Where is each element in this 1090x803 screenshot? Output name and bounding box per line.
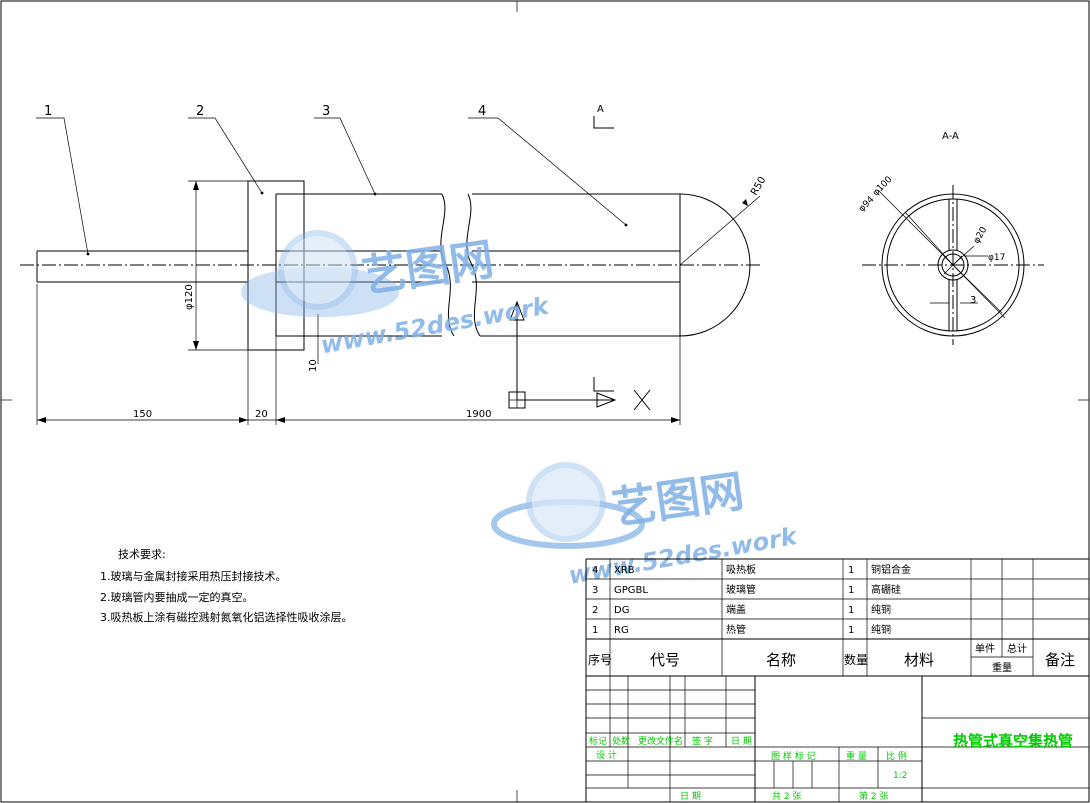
rev-header-file: 更改文件名	[638, 735, 683, 747]
dim-d17: φ17	[988, 253, 1005, 263]
dim-10: 10	[308, 359, 319, 372]
bom-row-3-qty: 1	[848, 585, 854, 596]
bom-row-4-code: XRB	[614, 565, 635, 576]
bom-header-name: 名称	[766, 651, 796, 669]
bom-row-2-code: DG	[614, 605, 629, 616]
rev-header-count: 处数	[612, 735, 630, 747]
balloon-1: 1	[44, 104, 52, 119]
bom-row-1-code: RG	[614, 625, 629, 636]
rev-header-sign: 签 字	[692, 735, 713, 747]
bom-row-2-qty: 1	[848, 605, 854, 616]
dim-r50: R50	[749, 175, 768, 198]
bom-header-remark: 备注	[1045, 651, 1075, 669]
bom-table	[585, 558, 1089, 802]
bom-row-4-qty: 1	[848, 565, 854, 576]
scale-value: 1:2	[893, 771, 907, 781]
main-view	[20, 116, 761, 425]
bom-row-1-qty: 1	[848, 625, 854, 636]
rev-header-date: 日 期	[731, 736, 752, 747]
sheet-total: 共 2 张	[772, 791, 801, 802]
bom-row-4-name: 吸热板	[726, 563, 756, 576]
stage-header-scale: 比 例	[886, 750, 907, 762]
section-view	[862, 185, 1044, 345]
tech-req-item-3: 3.吸热板上涂有磁控溅射氮氧化铝选择性吸收涂层。	[100, 610, 353, 624]
ucs-x-label: X	[620, 424, 621, 426]
bom-row-3-no: 3	[592, 585, 598, 596]
watermark-logo-2	[491, 462, 645, 549]
sheet-no: 第 2 张	[859, 790, 888, 802]
bom-row-3-material: 高硼硅	[871, 583, 901, 596]
tech-req-title: 技术要求:	[118, 548, 166, 561]
date-label: 日 期	[680, 791, 701, 802]
tech-req-item-1: 1.玻璃与金属封接采用热压封接技术。	[100, 569, 287, 583]
bom-row-2-name: 端盖	[726, 603, 746, 616]
bom-row-1-name: 热管	[726, 623, 746, 636]
balloon-2: 2	[196, 104, 204, 119]
dim-3: 3	[970, 295, 976, 306]
rev-header-mark: 标记	[589, 735, 607, 747]
design-label: 设 计	[596, 749, 617, 761]
bom-header-total: 总计	[1007, 642, 1027, 655]
bom-header-code: 代号	[650, 651, 680, 669]
balloon-3: 3	[322, 104, 330, 119]
dim-20: 20	[255, 409, 268, 420]
bom-header-qty: 数量	[844, 652, 868, 667]
bom-row-1-no: 1	[592, 625, 598, 636]
dim-d20: φ20	[972, 225, 989, 245]
dim-150: 150	[133, 409, 152, 420]
stage-header-weight: 重 量	[846, 750, 867, 762]
bom-row-4-no: 4	[592, 565, 598, 576]
bom-row-1-material: 纯铜	[871, 623, 891, 636]
bom-row-3-code: GPGBL	[614, 585, 648, 596]
bom-row-3-name: 玻璃管	[726, 583, 756, 596]
dim-1900: 1900	[466, 409, 491, 420]
bom-header-single: 单件	[975, 643, 995, 655]
title-block	[586, 676, 1089, 802]
watermark-brand-2: 艺图网	[609, 466, 747, 535]
watermark-url-2: www.52des.work	[567, 522, 801, 590]
section-title: A-A	[942, 131, 959, 142]
section-mark-top: A	[597, 104, 604, 115]
bom-header-material: 材料	[904, 651, 934, 669]
bom-row-2-no: 2	[592, 605, 598, 616]
tech-req-item-2: 2.玻璃管内要抽成一定的真空。	[100, 590, 254, 604]
bom-header-no: 序号	[588, 652, 612, 667]
bom-row-2-material: 纯铜	[871, 603, 891, 616]
dim-d94: φ94	[857, 195, 877, 215]
drawing-title: 热管式真空集热管	[953, 732, 1073, 750]
bom-row-4-material: 铜铝合金	[871, 563, 911, 576]
balloon-4: 4	[478, 104, 486, 119]
watermark-logo-1	[241, 230, 399, 317]
stage-header-mark: 图 样 标 记	[771, 750, 816, 762]
dim-d120: φ120	[184, 284, 195, 310]
bom-header-weight: 重量	[992, 661, 1012, 674]
